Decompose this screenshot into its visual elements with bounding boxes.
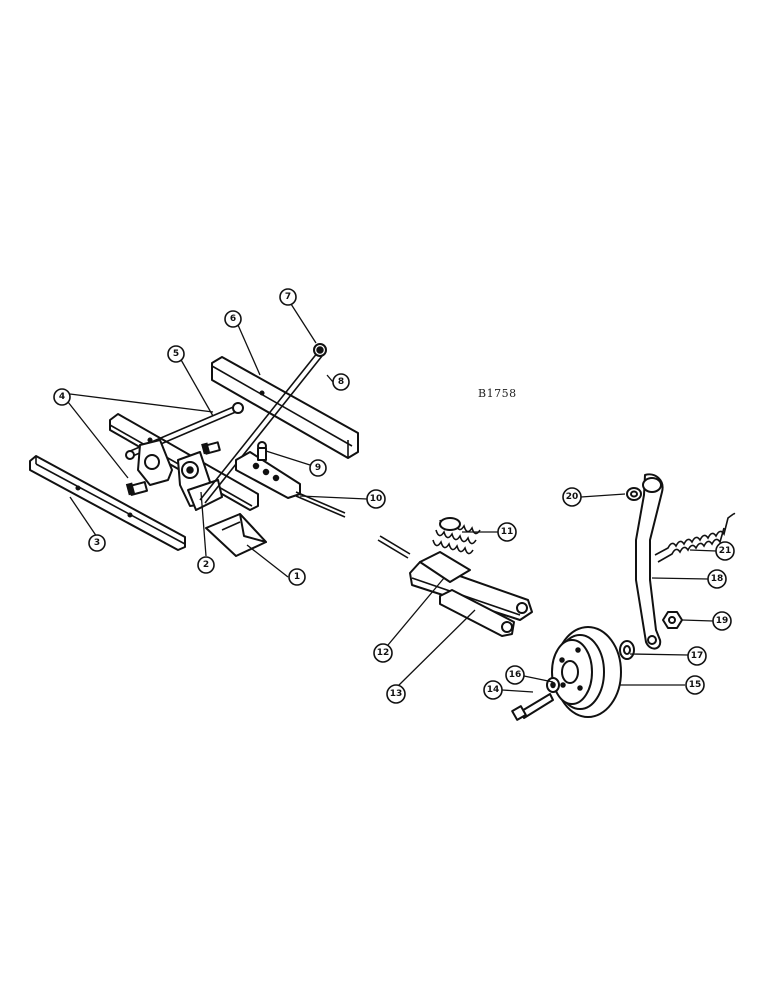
callout-20: 20 bbox=[562, 487, 582, 507]
part-12-tension-arm bbox=[409, 551, 533, 621]
callout-3: 3 bbox=[88, 534, 106, 552]
part-19-nut bbox=[662, 611, 683, 629]
svg-text:2: 2 bbox=[203, 560, 209, 570]
part-15-pulley bbox=[551, 626, 622, 718]
callout-9: 9 bbox=[309, 459, 327, 477]
callout-19: 19 bbox=[712, 611, 732, 631]
part-16-washer bbox=[546, 677, 560, 693]
callout-13: 13 bbox=[386, 684, 406, 704]
svg-text:3: 3 bbox=[94, 538, 100, 548]
figure-id: B1758 bbox=[478, 387, 517, 400]
part-13-arm-lower bbox=[439, 589, 515, 637]
svg-text:15: 15 bbox=[689, 680, 702, 690]
svg-text:16: 16 bbox=[509, 670, 522, 680]
part-18-arm bbox=[635, 473, 664, 650]
callout-7: 7 bbox=[279, 288, 297, 306]
pin bbox=[377, 535, 411, 559]
svg-text:14: 14 bbox=[487, 685, 500, 695]
callout-18: 18 bbox=[707, 569, 727, 589]
part-17-washer bbox=[619, 640, 635, 660]
part-8-handle-rod bbox=[199, 343, 327, 504]
svg-text:6: 6 bbox=[230, 314, 236, 324]
callouts: 1 2 3 4 5 6 7 8 9 10 11 12 13 14 15 16 1… bbox=[53, 288, 735, 704]
part-21-spring bbox=[654, 512, 736, 563]
callout-21: 21 bbox=[715, 541, 735, 561]
callout-6: 6 bbox=[224, 310, 242, 328]
part-1-angle-bracket bbox=[205, 513, 267, 557]
callout-4: 4 bbox=[53, 388, 71, 406]
svg-text:20: 20 bbox=[566, 492, 579, 502]
part-14-bolt bbox=[511, 693, 554, 721]
svg-text:9: 9 bbox=[315, 463, 321, 473]
part-3-bar bbox=[29, 455, 186, 551]
callout-14: 14 bbox=[483, 680, 503, 700]
callout-15: 15 bbox=[685, 675, 705, 695]
callout-8: 8 bbox=[332, 373, 350, 391]
callout-11: 11 bbox=[497, 522, 517, 542]
svg-text:11: 11 bbox=[501, 527, 514, 537]
callout-1: 1 bbox=[288, 568, 306, 586]
callout-17: 17 bbox=[687, 646, 707, 666]
leader-lines bbox=[67, 303, 717, 693]
svg-text:21: 21 bbox=[719, 546, 732, 556]
svg-text:7: 7 bbox=[285, 292, 291, 302]
svg-text:13: 13 bbox=[390, 689, 403, 699]
svg-text:12: 12 bbox=[377, 648, 390, 658]
svg-text:10: 10 bbox=[370, 494, 383, 504]
svg-text:8: 8 bbox=[338, 377, 344, 387]
svg-text:1: 1 bbox=[294, 572, 300, 582]
part-11-spring bbox=[432, 517, 481, 555]
callout-12: 12 bbox=[373, 643, 393, 663]
svg-text:5: 5 bbox=[173, 349, 179, 359]
part-20-washer bbox=[626, 487, 642, 501]
callout-2: 2 bbox=[197, 556, 215, 574]
callout-16: 16 bbox=[505, 665, 525, 685]
part-4-bolts bbox=[125, 441, 221, 496]
callout-5: 5 bbox=[167, 345, 185, 363]
svg-text:17: 17 bbox=[691, 651, 704, 661]
callout-10: 10 bbox=[366, 489, 386, 509]
svg-text:19: 19 bbox=[716, 616, 729, 626]
svg-text:4: 4 bbox=[59, 392, 65, 402]
svg-text:18: 18 bbox=[711, 574, 724, 584]
part-10-rod bbox=[295, 491, 346, 518]
part-2-bracket bbox=[137, 439, 223, 511]
